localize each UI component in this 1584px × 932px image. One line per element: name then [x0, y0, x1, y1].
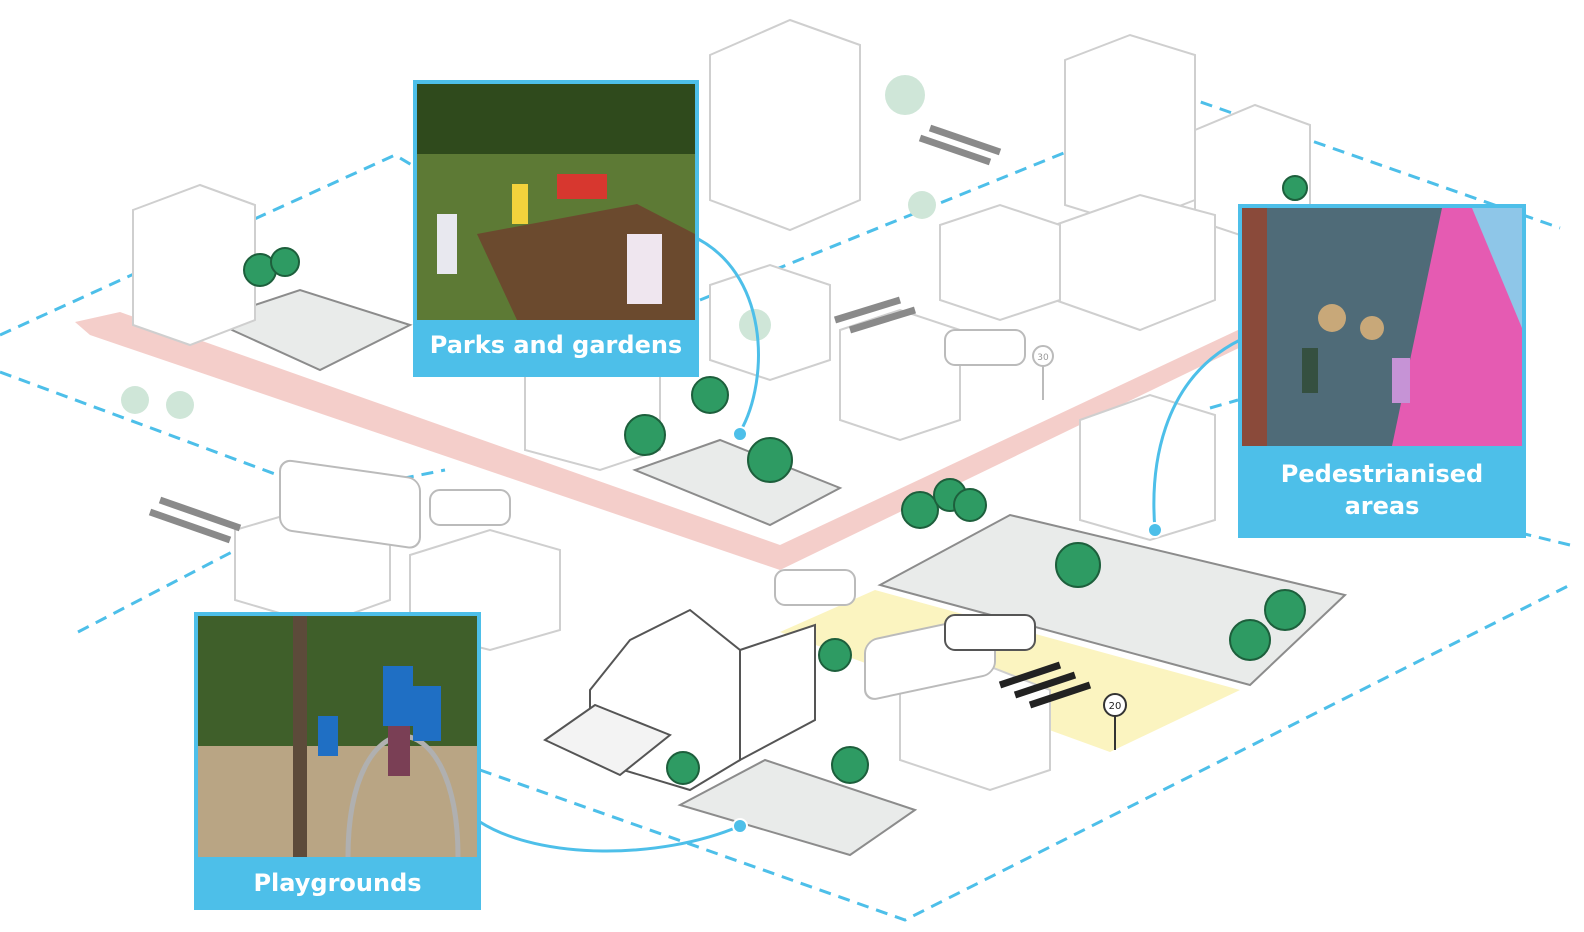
speed-limit-sign-20: 20	[1103, 693, 1127, 750]
pedestrianised-areas-label: Pedestrianised areas	[1242, 446, 1522, 522]
callout-connectors	[479, 233, 1241, 853]
parks-and-gardens-label: Parks and gardens	[429, 331, 683, 359]
speed-sign-30-text: 30	[1037, 353, 1049, 363]
playgrounds-photo	[198, 616, 477, 857]
speed-sign-20-text: 20	[1109, 701, 1122, 712]
park-block	[207, 288, 1348, 857]
pedestrianised-areas-callout: Pedestrianised areas	[1238, 204, 1526, 538]
pedestrianised-areas-label-line2: areas	[1344, 492, 1420, 520]
playgrounds-callout: Playgrounds	[194, 612, 481, 910]
playgrounds-label: Playgrounds	[253, 869, 422, 897]
callout-anchor-dots	[732, 426, 1163, 834]
trees	[243, 175, 1308, 785]
pedestrianised-areas-label-line1: Pedestrianised	[1280, 460, 1484, 488]
parks-and-gardens-photo	[417, 84, 695, 320]
parks-and-gardens-callout: Parks and gardens	[413, 80, 699, 377]
background-trees	[121, 75, 936, 419]
speed-limit-sign-30: 30	[1032, 345, 1054, 400]
shop-building	[543, 608, 816, 792]
pedestrianised-areas-photo	[1242, 208, 1522, 446]
zebra-crossings	[148, 124, 1092, 709]
